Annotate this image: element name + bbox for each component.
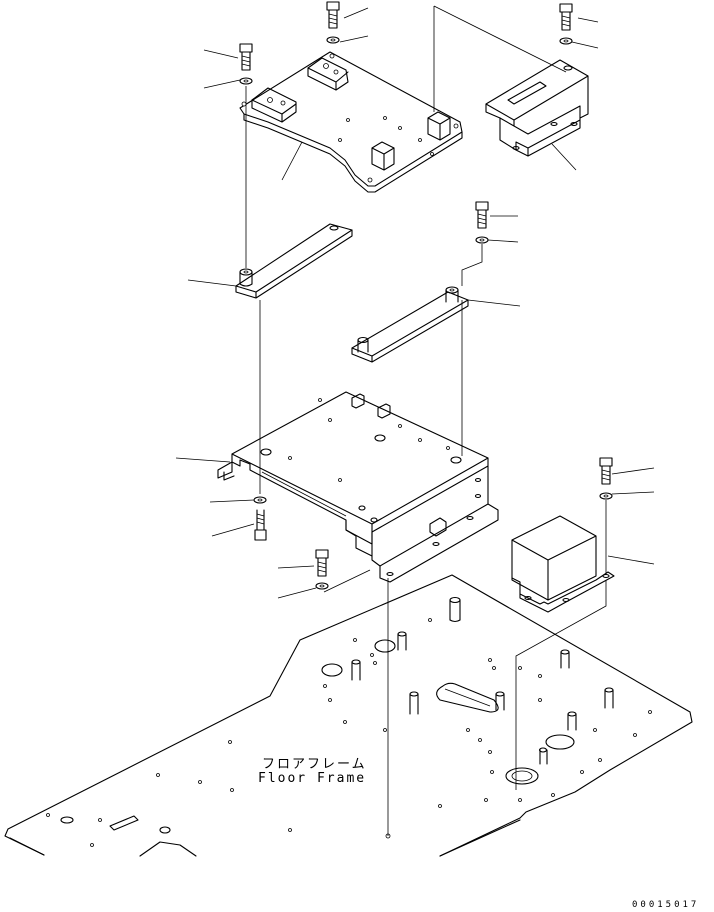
- leader-lines: [175, 7, 655, 599]
- resistor-box: [511, 515, 615, 613]
- controller-box: [217, 391, 499, 583]
- bolt-resistor: [599, 457, 613, 500]
- floor-studs: [351, 596, 614, 765]
- floor-frame-label-japanese: フロアフレーム: [262, 757, 367, 772]
- bolt-top-right: [559, 3, 573, 45]
- bolt-middle-right: [475, 201, 489, 244]
- drawing-number: 00015017: [632, 900, 700, 910]
- floor-slot-small: [109, 815, 139, 831]
- floor-round-hole: [505, 767, 539, 785]
- bolt-box-front: [315, 549, 329, 590]
- assembly-lines: [245, 5, 607, 836]
- floor-frame: [4, 574, 693, 857]
- bolt-top-center: [326, 1, 340, 44]
- bolt-box-left: [253, 496, 267, 541]
- support-bar-right: [351, 286, 469, 363]
- support-bar-left: [235, 223, 353, 299]
- floor-slot: [436, 682, 499, 713]
- bracket-top-right: [485, 59, 589, 157]
- bolt-top-left: [239, 43, 253, 85]
- top-mounting-plate: [239, 51, 463, 193]
- floor-frame-label-english: Floor Frame: [258, 771, 367, 786]
- floor-small-holes: [46, 618, 652, 847]
